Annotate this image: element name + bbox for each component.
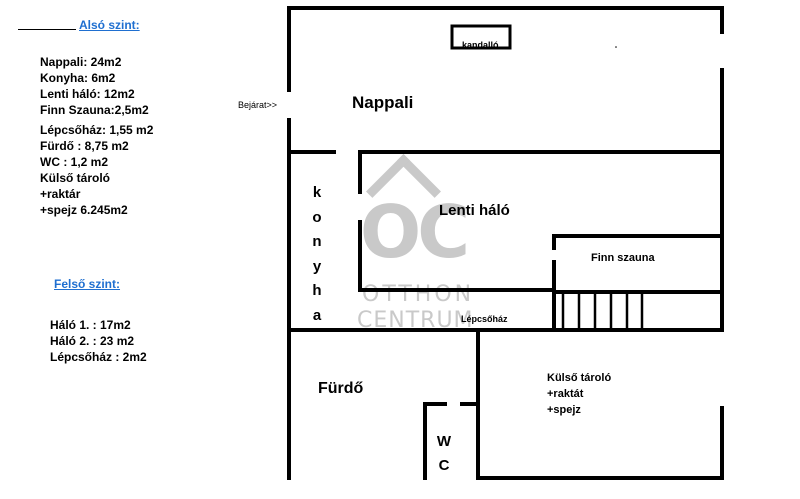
entrance-label: Bejárat>> (238, 100, 278, 110)
storage-line: +spejz (547, 404, 581, 416)
stairs (561, 292, 644, 330)
legend-item: Lépcsőház : 2m2 (50, 350, 147, 364)
kitchen-letter: n (312, 233, 322, 250)
kitchen-letter: k (312, 184, 322, 201)
legend-item: +spejz 6.245m2 (40, 203, 128, 217)
wc-letter: C (438, 457, 450, 474)
legend-item: Finn Szauna:2,5m2 (40, 103, 149, 117)
legend-item: Fürdő : 8,75 m2 (40, 139, 129, 153)
bedroom-label: Lenti háló (439, 202, 510, 219)
sauna-label: Finn szauna (591, 252, 655, 264)
kitchen-letter: y (312, 257, 322, 275)
legend-item: WC : 1,2 m2 (40, 155, 109, 169)
legend-item: +raktár (40, 187, 81, 201)
legend-upper-list: Háló 1. : 17m2 Háló 2. : 23 m2 Lépcsőház… (50, 317, 147, 365)
fireplace-box (450, 24, 512, 50)
legend-upper-title: Felső szint: (54, 277, 121, 291)
living-room-label: Nappali (352, 93, 414, 112)
kitchen-letter: h (312, 282, 322, 299)
legend-lower-underline (18, 29, 76, 30)
legend-lower-list: Nappali: 24m2 Konyha: 6m2 Lenti háló: 12… (40, 54, 153, 218)
fireplace-label: kandalló (462, 40, 499, 50)
storage-label: Külső tároló +raktát +spejz (547, 370, 611, 418)
legend-item: Lenti háló: 12m2 (40, 87, 135, 101)
legend-item: Külső tároló (40, 171, 111, 185)
storage-line: Külső tároló (547, 372, 612, 384)
legend-lower-title: Alsó szint: (79, 18, 140, 32)
kitchen-letter: o (312, 208, 322, 226)
watermark-logo: OC (360, 190, 470, 274)
bathroom-label: Fürdő (318, 380, 364, 397)
plan-dot (615, 46, 617, 48)
wc-letter: W (436, 433, 452, 450)
legend-item: Nappali: 24m2 (40, 55, 122, 69)
wc-label: W C (434, 430, 454, 478)
storage-line: +raktát (547, 388, 584, 400)
legend-item: Háló 1. : 17m2 (50, 318, 131, 332)
legend-item: Konyha: 6m2 (40, 71, 116, 85)
legend-item: Lépcsőház: 1,55 m2 (40, 123, 154, 137)
kitchen-label: k o n y h a (309, 181, 325, 328)
kitchen-letter: a (312, 306, 322, 324)
legend-item: Háló 2. : 23 m2 (50, 334, 135, 348)
stairwell-label: Lépcsőház (461, 314, 508, 324)
watermark-line1: OTTHON (362, 282, 475, 307)
